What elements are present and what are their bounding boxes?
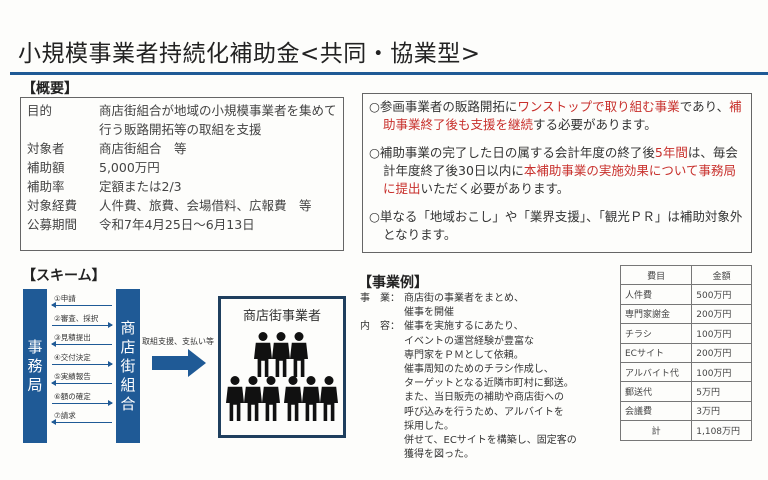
example-line: 獲得を図った。	[404, 449, 474, 461]
people-group-icon	[226, 332, 338, 421]
shopping-street-union-bar: 商店街組合	[116, 289, 140, 443]
flow-label: ④交付決定	[54, 352, 91, 362]
example-line: イベントの運営経験が豊富な	[404, 335, 534, 347]
flow-arrow-icon	[52, 399, 113, 406]
flow-label: ③見積提出	[54, 333, 91, 342]
note: ○補助事業の完了した日の属する会計年度の終了後5年間は、毎会計年度終了後30日以…	[369, 145, 738, 196]
example-line: 採用した。	[404, 420, 454, 432]
overview-row: 公募期間令和7年4月25日～6月13日	[27, 217, 255, 232]
notes-box: ○参画事業者の販路開拓にワンストップで取り組む事業であり、補助事業終了後も支援を…	[362, 93, 752, 253]
example-line: 催事周知のためのチラシ作成し、	[404, 364, 554, 376]
merchants-box: 商店街事業者	[218, 296, 346, 438]
person-icon	[262, 376, 280, 421]
person-icon	[284, 376, 302, 421]
example-line: 専門家をＰＭとして依頼。	[404, 349, 524, 361]
flow-arrow-icon	[51, 380, 112, 386]
scheme-heading: 【スキーム】	[22, 268, 106, 284]
person-icon	[302, 376, 320, 421]
example-line: ターゲットとなる近隣市町村に郵送。	[404, 378, 574, 390]
note: ○単なる「地域おこし」や「業界支援」、「観光ＰＲ」は補助対象外となります。	[369, 209, 743, 242]
example-key-business: 事 業：	[360, 293, 400, 304]
example-line: 呼び込みを行うため、アルバイトを	[404, 406, 564, 418]
flow-arrow-icon	[51, 302, 112, 308]
flow-label: ②審査、採択	[54, 313, 99, 323]
header-item: 費目	[619, 264, 693, 286]
example-heading: 【事業例】	[358, 275, 428, 291]
example-key-content: 内 容：	[360, 321, 400, 333]
header-amount: 金額	[691, 264, 752, 286]
flow-arrow-icon	[52, 321, 113, 328]
flow-label: ⑦請求	[54, 411, 76, 420]
flow-label: ①申請	[54, 294, 76, 303]
person-icon	[272, 332, 290, 377]
example-text: 事 業： 商店街の事業者をまとめ、催事を開催 内 容： 催事を実施するにあたり、イベ…	[360, 292, 577, 462]
title-divider	[10, 72, 768, 75]
example-line: 催事を開催	[404, 307, 454, 319]
person-icon	[254, 332, 272, 377]
example-line: 催事を実施するにあたり、	[404, 321, 524, 333]
overview-row: 対象者商店街組合 等	[27, 141, 187, 156]
overview-row: 目的商店街組合が地域の小規模事業者を集めて行う販路開拓等の取組を支援	[27, 103, 337, 137]
flow-arrow-icon	[52, 360, 113, 367]
page-title: 小規模事業者持続化補助金<共同・協業型>	[18, 41, 481, 67]
secretariat-bar: 事務局	[23, 289, 47, 443]
example-line: 商店街の事業者をまとめ、	[404, 293, 524, 304]
example-line: また、当日販売の補助や商店街への	[404, 392, 564, 404]
overview-heading: 【概要】	[22, 81, 78, 97]
overview-row: 補助率定額または2/3	[27, 179, 182, 194]
flow-label: ⑥額の確定	[54, 391, 91, 401]
note: ○参画事業者の販路開拓にワンストップで取り組む事業であり、補助事業終了後も支援を…	[369, 99, 742, 132]
flow-arrow-icon	[51, 341, 112, 347]
person-icon	[320, 376, 338, 421]
person-icon	[244, 376, 262, 421]
flow-label: ⑤実績報告	[54, 372, 91, 381]
flow-arrow-icon	[51, 419, 112, 425]
overview-box: 目的商店街組合が地域の小規模事業者を集めて行う販路開拓等の取組を支援対象者商店街…	[20, 97, 344, 251]
person-icon	[226, 376, 244, 421]
support-label: 取組支援、支払い等	[142, 337, 214, 346]
overview-row: 対象経費人件費、旅費、会場借料、広報費 等	[27, 198, 312, 213]
big-arrow-icon	[152, 349, 206, 377]
example-line: 併せて、ECサイトを構築し、固定客の	[404, 435, 577, 447]
person-icon	[290, 332, 308, 377]
merchants-label: 商店街事業者	[242, 309, 321, 324]
